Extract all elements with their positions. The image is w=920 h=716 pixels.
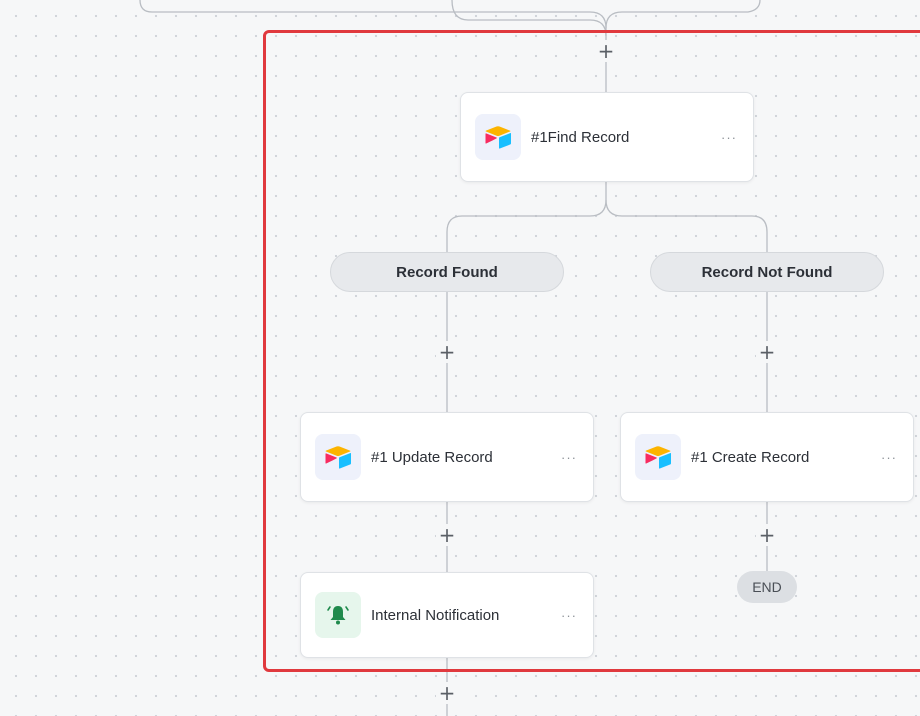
- bell-icon: [315, 592, 361, 638]
- add-step-button[interactable]: +: [436, 341, 458, 363]
- airtable-icon: [475, 114, 521, 160]
- node-label: #1 Update Record: [371, 448, 493, 466]
- more-options-icon[interactable]: ···: [721, 129, 737, 145]
- more-options-icon[interactable]: ···: [561, 607, 577, 623]
- add-step-button[interactable]: +: [756, 524, 778, 546]
- add-step-button[interactable]: +: [436, 524, 458, 546]
- create-record-node[interactable]: #1 Create Record ···: [620, 412, 914, 502]
- node-label: Internal Notification: [371, 606, 500, 624]
- node-label: #1 Create Record: [691, 448, 810, 466]
- more-options-icon[interactable]: ···: [561, 449, 577, 465]
- internal-notification-node[interactable]: Internal Notification ···: [300, 572, 594, 658]
- airtable-icon: [315, 434, 361, 480]
- branch-record-found[interactable]: Record Found: [330, 252, 564, 292]
- branch-record-not-found[interactable]: Record Not Found: [650, 252, 884, 292]
- add-step-button[interactable]: +: [436, 682, 458, 704]
- update-record-node[interactable]: #1 Update Record ···: [300, 412, 594, 502]
- add-step-button[interactable]: +: [756, 341, 778, 363]
- more-options-icon[interactable]: ···: [881, 449, 897, 465]
- selected-block-frame: [263, 30, 920, 672]
- node-label: #1Find Record: [531, 128, 630, 146]
- find-record-node[interactable]: #1Find Record ···: [460, 92, 754, 182]
- airtable-icon: [635, 434, 681, 480]
- add-step-button[interactable]: +: [595, 40, 617, 62]
- end-marker: END: [737, 571, 797, 603]
